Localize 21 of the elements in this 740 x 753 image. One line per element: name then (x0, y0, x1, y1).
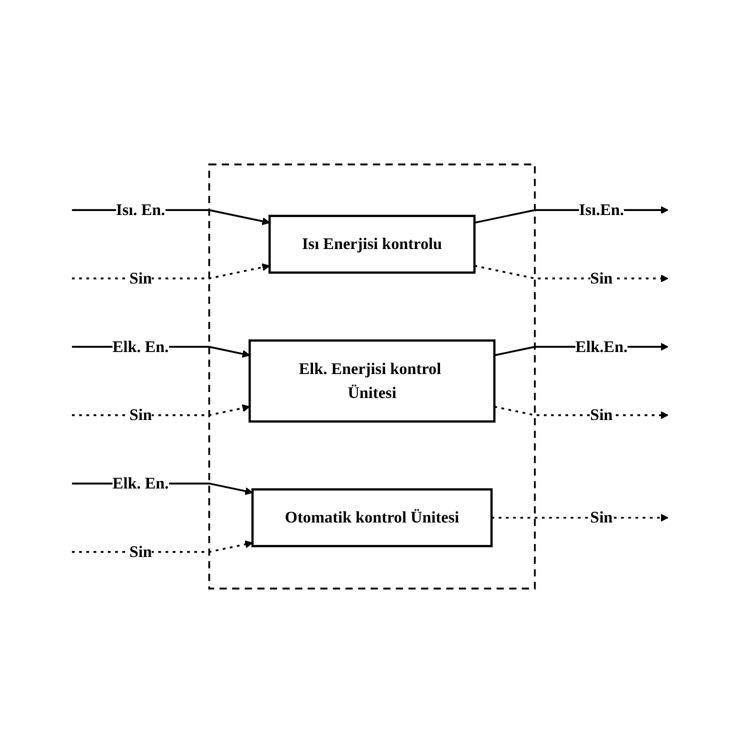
arrow (72, 263, 270, 280)
edge-label: Elk. En. (112, 337, 169, 356)
edge-label: Sin (590, 406, 613, 424)
edge-label: Elk. En. (112, 474, 169, 492)
arrow (72, 540, 253, 553)
node-box: Isı Enerjisi kontrolu (268, 214, 476, 274)
edge-label: Elk.En. (575, 337, 628, 356)
arrow (492, 514, 668, 522)
arrow (494, 406, 668, 420)
edge-label: Sin (129, 542, 152, 560)
cluster (208, 164, 536, 590)
edge-label: Sin (129, 269, 152, 287)
arrow (72, 404, 250, 416)
node-box: Elk. Enerjisi kontrol Ünitesi (248, 339, 496, 423)
edge-label: Sin (590, 269, 613, 287)
edge-label: Sin (129, 406, 152, 424)
edge-label: Isı. En. (116, 200, 166, 219)
edge-label: Sin (590, 508, 613, 526)
arrow (474, 264, 668, 282)
edge-label: Isı.En. (578, 200, 624, 219)
node-box: Otomatik kontrol Ünitesi (251, 488, 493, 548)
